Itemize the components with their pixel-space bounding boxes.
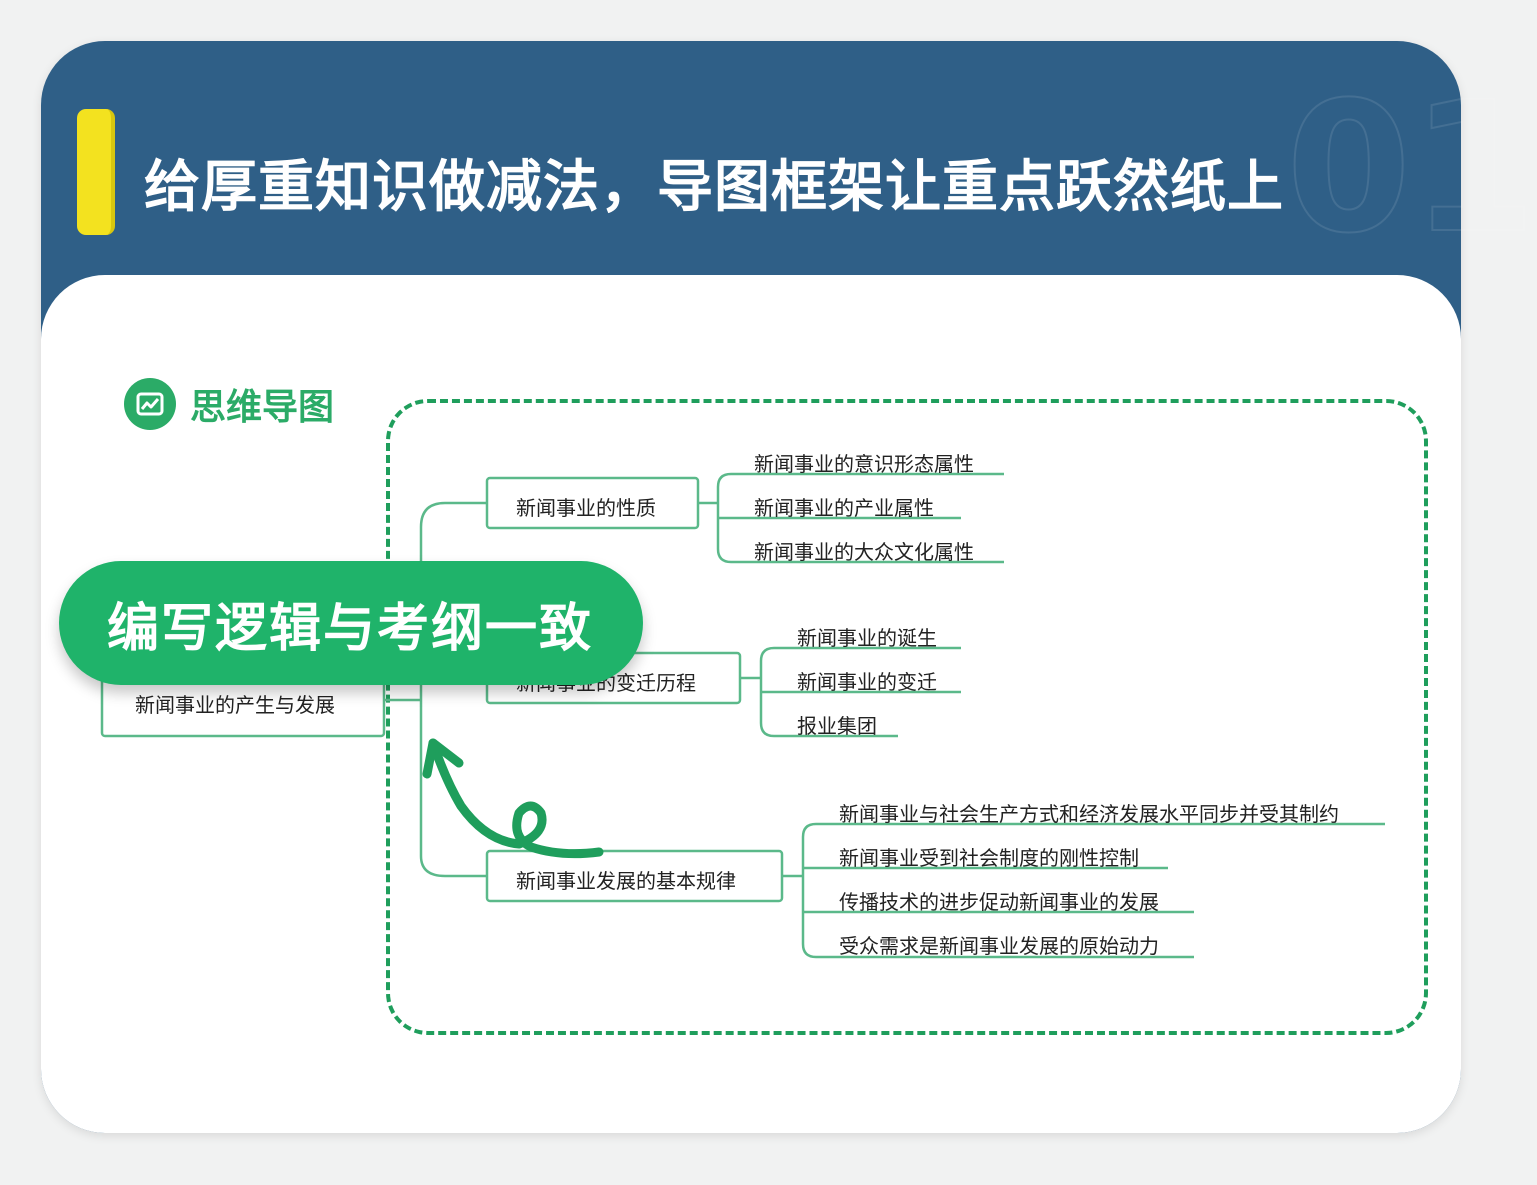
mindmap-root: 新闻事业的产生与发展 xyxy=(135,693,335,717)
title-accent-bar xyxy=(77,109,115,235)
brand-row: 思维导图 xyxy=(124,376,334,432)
leaf-mass-culture: 新闻事业的大众文化属性 xyxy=(754,540,974,564)
leaf-economy: 新闻事业与社会生产方式和经济发展水平同步并受其制约 xyxy=(839,802,1339,826)
leaf-birth: 新闻事业的诞生 xyxy=(797,626,937,650)
leaf-newspaper-group: 报业集团 xyxy=(797,714,877,738)
branch-laws: 新闻事业发展的基本规律 xyxy=(516,869,736,893)
highlight-badge: 编写逻辑与考纲一致 xyxy=(59,561,643,685)
branch-nature: 新闻事业的性质 xyxy=(516,496,656,520)
leaf-audience-demand: 受众需求是新闻事业发展的原始动力 xyxy=(839,934,1159,958)
leaf-social-system: 新闻事业受到社会制度的刚性控制 xyxy=(839,846,1139,870)
badge-text: 编写逻辑与考纲一致 xyxy=(107,598,594,659)
leaf-change: 新闻事业的变迁 xyxy=(797,670,937,694)
section-number-watermark: 01 xyxy=(1285,64,1537,273)
content-panel xyxy=(41,275,1461,1133)
mindmap-frame xyxy=(386,399,1428,1035)
leaf-ideology: 新闻事业的意识形态属性 xyxy=(754,452,974,476)
leaf-industry: 新闻事业的产业属性 xyxy=(754,496,934,520)
chart-icon xyxy=(124,378,176,430)
feature-card: 给厚重知识做减法，导图框架让重点跃然纸上 01 思维导图 xyxy=(41,41,1537,1133)
header-title: 给厚重知识做减法，导图框架让重点跃然纸上 xyxy=(144,155,1284,220)
leaf-technology: 传播技术的进步促动新闻事业的发展 xyxy=(839,890,1159,914)
brand-label: 思维导图 xyxy=(190,387,335,428)
